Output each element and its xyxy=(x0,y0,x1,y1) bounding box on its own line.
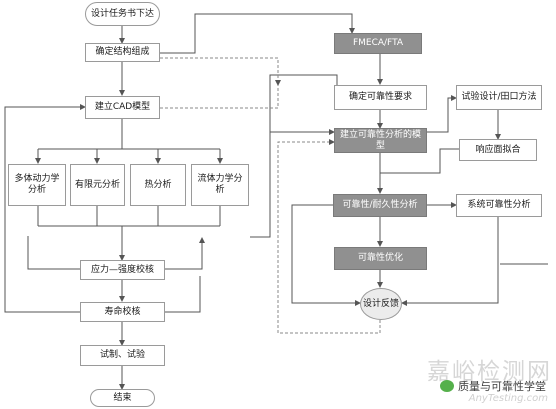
connector xyxy=(160,13,355,54)
life-node: 寿命校核 xyxy=(80,302,165,322)
connector xyxy=(269,129,335,136)
stress-node: 应力—强度校核 xyxy=(80,260,165,280)
watermark-sub-text: 质量与可靠性学堂 xyxy=(458,380,546,393)
dashed-connector xyxy=(160,57,281,86)
fmeca-node: FMECA/FTA xyxy=(334,33,422,54)
connector xyxy=(165,237,205,270)
dashed-connector xyxy=(277,139,381,334)
wechat-icon xyxy=(440,380,454,392)
connector xyxy=(427,95,457,133)
doe-node: 试验设计/田口方法 xyxy=(456,85,542,110)
connector xyxy=(291,204,361,306)
connector xyxy=(401,217,499,306)
dashed-connector xyxy=(160,85,279,109)
structure-node: 确定结构组成 xyxy=(85,43,160,62)
system-reliability-node: 系统可靠性分析 xyxy=(456,194,542,217)
requirement-node: 确定可靠性要求 xyxy=(334,85,427,110)
watermark-url: AnyTesting.com xyxy=(468,393,548,404)
trial-node: 试制、试验 xyxy=(80,345,165,366)
feedback-node: 设计反馈 xyxy=(360,288,402,320)
reliability-model-node: 建立可靠性分析的模型 xyxy=(334,128,427,153)
watermark-sub: 质量与可靠性学堂 xyxy=(440,378,546,394)
multibody-node: 多体动力学分析 xyxy=(8,164,66,206)
optimization-node: 可靠性优化 xyxy=(334,247,427,270)
connector xyxy=(27,236,80,270)
start-node: 设计任务书下达 xyxy=(85,2,160,26)
fluid-node: 流体力学分析 xyxy=(191,164,249,206)
cad-node: 建立CAD模型 xyxy=(85,96,160,119)
response-surface-node: 响应面拟合 xyxy=(459,139,537,161)
connector xyxy=(4,104,86,313)
reliability-analysis-node: 可靠性/耐久性分析 xyxy=(333,194,427,217)
end-node: 结束 xyxy=(90,389,155,407)
fea-node: 有限元分析 xyxy=(70,164,125,206)
thermal-node: 热分析 xyxy=(130,164,186,206)
connector xyxy=(380,148,459,174)
connector xyxy=(250,74,338,238)
connector xyxy=(165,276,201,313)
